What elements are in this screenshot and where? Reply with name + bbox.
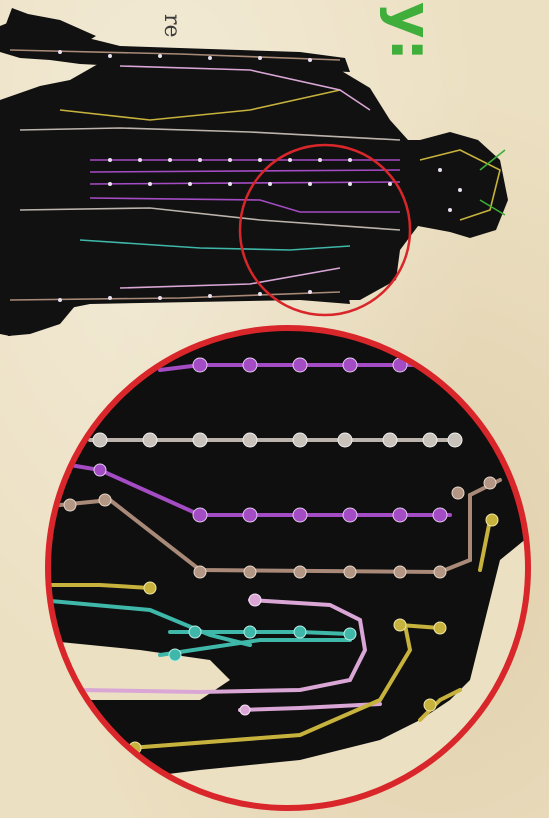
magnified-inset (40, 328, 549, 808)
caption-fragment: re (159, 14, 184, 38)
svg-text:re: re (159, 14, 184, 38)
svg-text:y:: y: (378, 2, 443, 61)
headline-fragment: y: (378, 2, 443, 61)
